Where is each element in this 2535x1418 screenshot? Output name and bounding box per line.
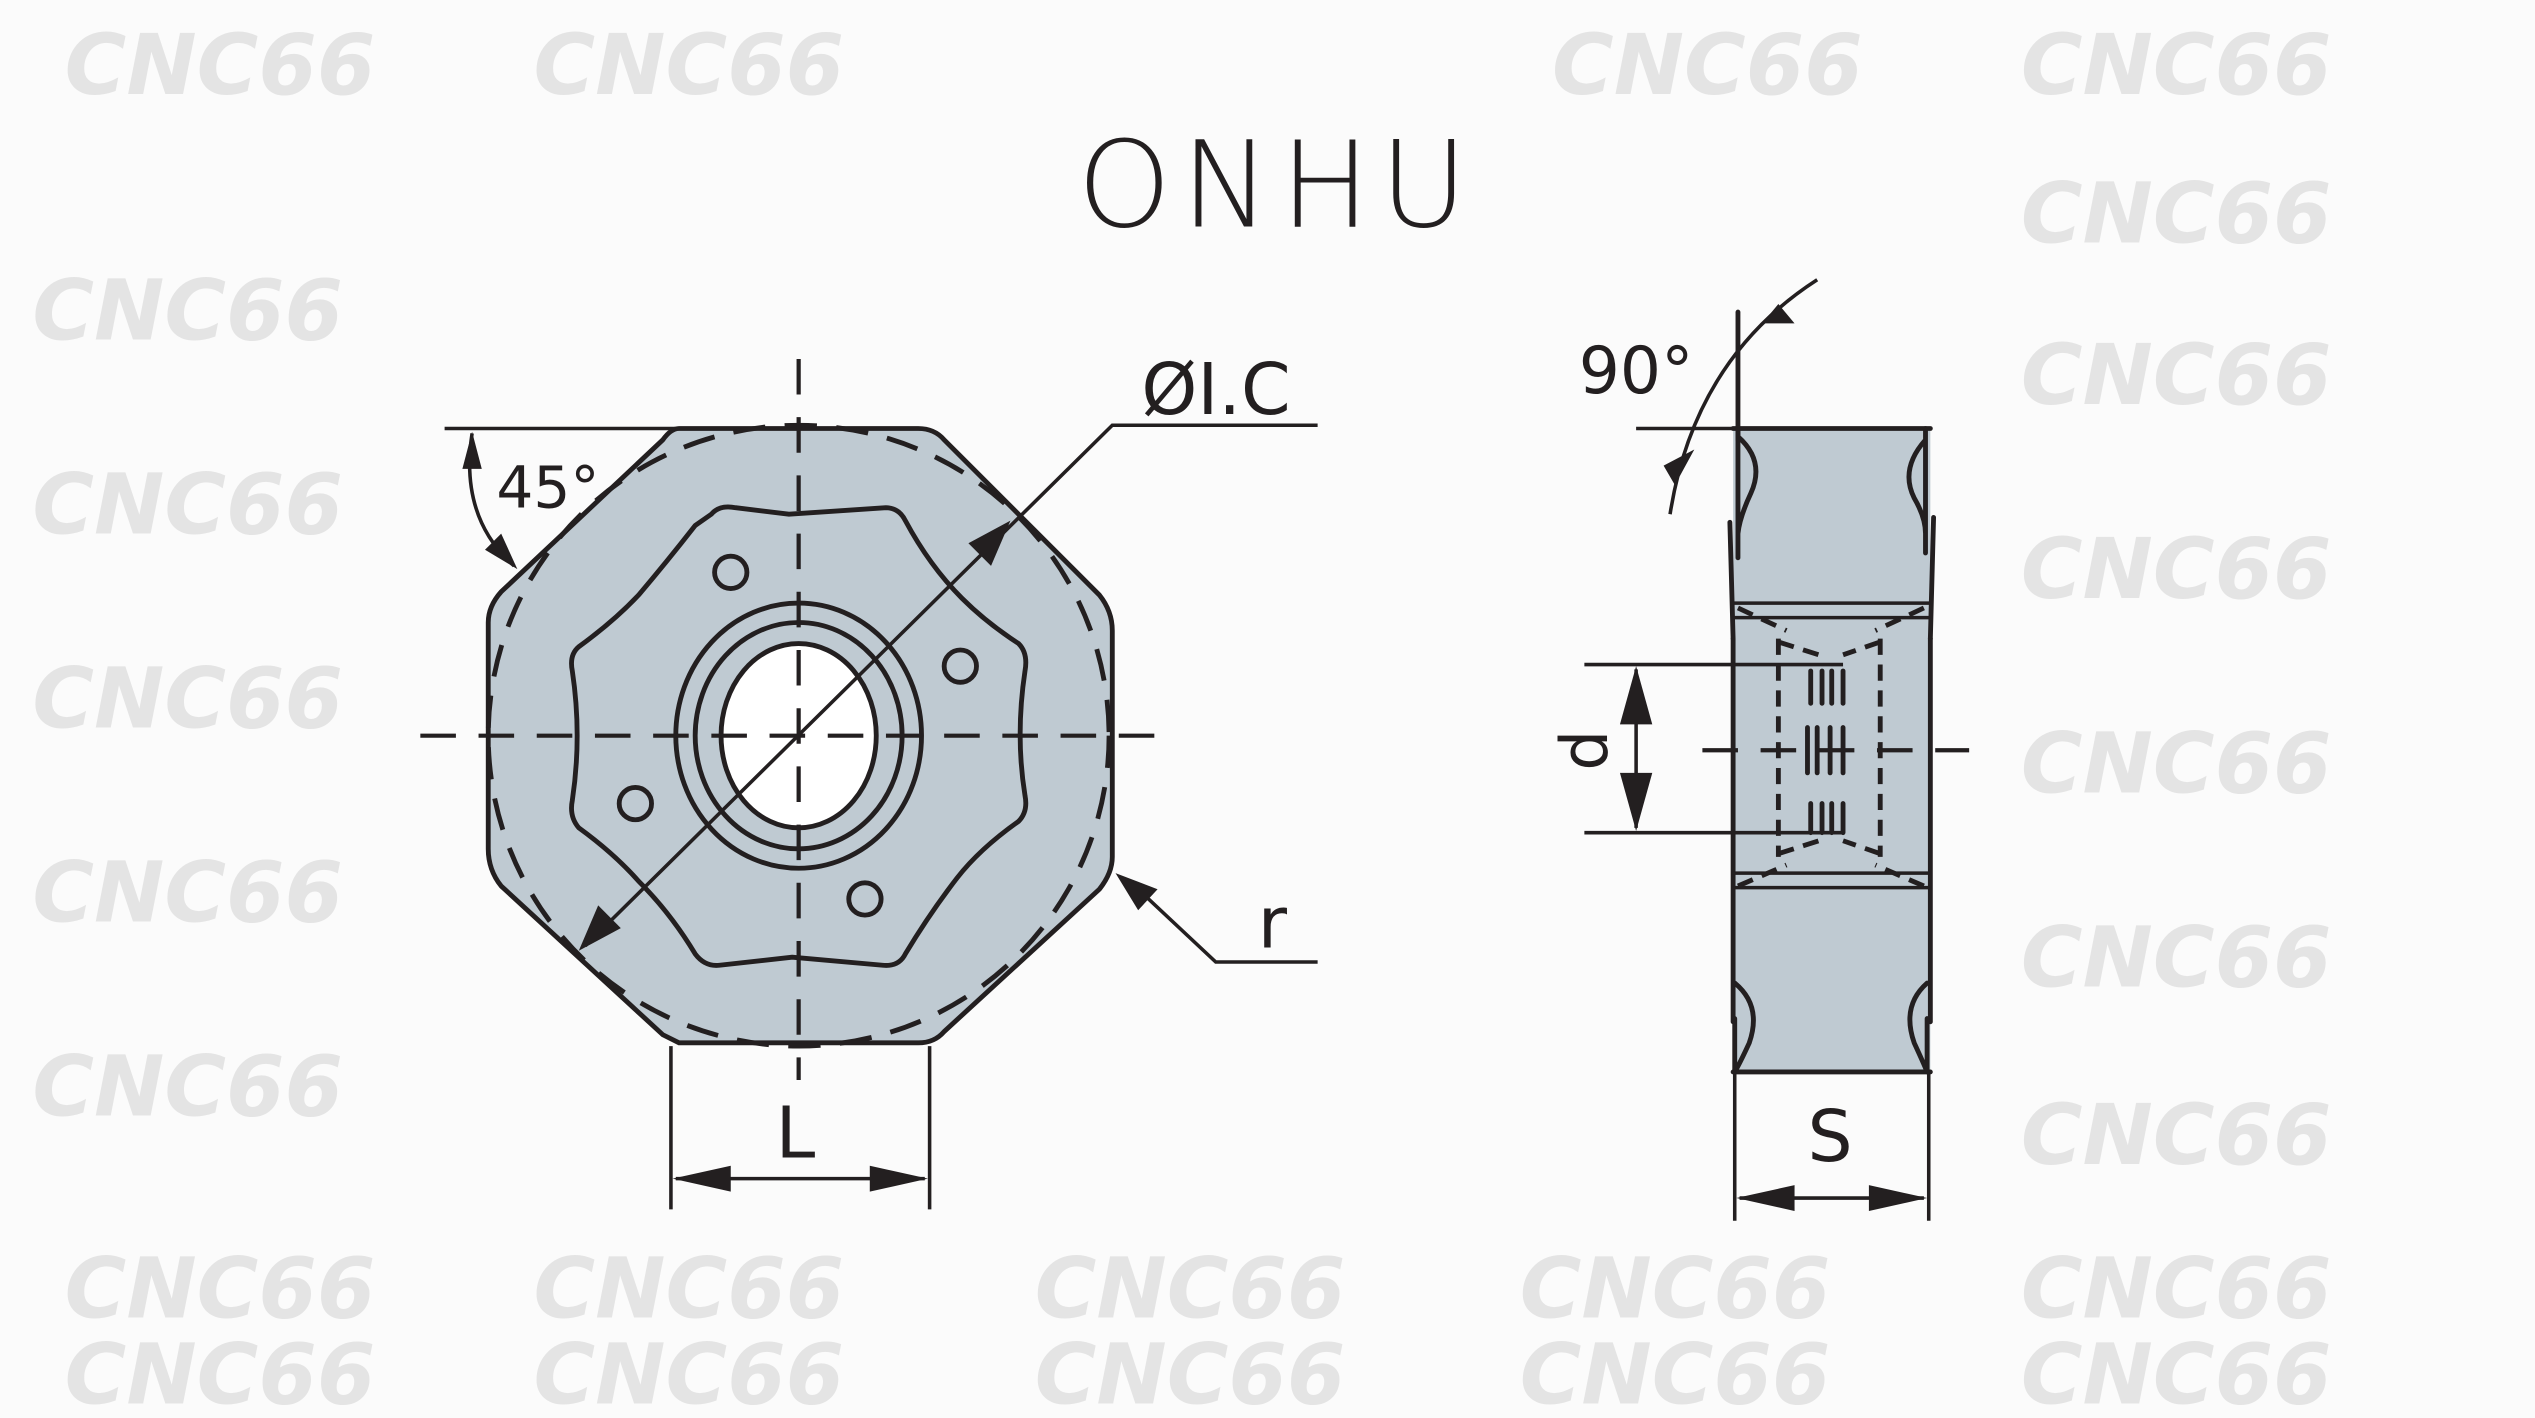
cutting-edge-groove — [1735, 426, 1759, 561]
watermark-text: CNC66 — [1520, 1240, 1831, 1338]
thickness-label: S — [1808, 1095, 1853, 1178]
arrowhead — [485, 533, 518, 570]
watermark-text: CNC66 — [65, 16, 376, 114]
watermark-text: CNC66 — [1552, 16, 1863, 114]
arrowhead — [1762, 304, 1795, 324]
arrowhead — [578, 905, 621, 951]
watermark-text: CNC66 — [2021, 714, 2332, 812]
cutting-edge-groove — [1906, 426, 1928, 556]
screw-hole — [616, 784, 654, 823]
side-edge — [1927, 514, 1937, 642]
top-view: ØI.C 45° r L — [420, 348, 1318, 1210]
watermark-text: CNC66 — [2021, 326, 2332, 424]
chipbreaker-contour — [569, 504, 1029, 968]
watermark-text: CNC66 — [32, 262, 343, 360]
watermark-text: CNC66 — [1520, 1325, 1831, 1418]
ic-dimension-line — [583, 423, 1318, 948]
arrowhead — [672, 1165, 731, 1192]
arrowhead — [1663, 449, 1695, 486]
watermark-text: CNC66 — [2021, 1086, 2332, 1184]
watermark-text: CNC66 — [2021, 908, 2332, 1006]
hole-diameter-label: d — [1548, 730, 1623, 771]
hidden-hole-lines — [1736, 605, 1925, 889]
side-edge — [1727, 519, 1736, 642]
arrowhead — [1619, 772, 1653, 832]
radius-label: r — [1258, 881, 1288, 964]
watermark-text: CNC66 — [2021, 520, 2332, 618]
arrowhead — [1736, 1185, 1795, 1211]
watermark-text: CNC66 — [534, 1240, 845, 1338]
watermark-text: CNC66 — [2021, 1240, 2332, 1338]
cutting-edge-groove — [1907, 980, 1930, 1075]
arrowhead — [462, 431, 482, 469]
arrowhead — [1115, 873, 1158, 911]
watermark-text: CNC66 — [534, 1325, 845, 1418]
watermark-text: CNC66 — [534, 16, 845, 114]
screw-hole — [846, 880, 884, 918]
watermark-text: CNC66 — [1035, 1240, 1346, 1338]
watermark-text: CNC66 — [32, 844, 343, 942]
angle-90-label: 90° — [1579, 334, 1694, 409]
watermark-text: CNC66 — [32, 1038, 343, 1136]
watermark-text: CNC66 — [32, 456, 343, 554]
watermark-text: CNC66 — [32, 650, 343, 748]
arrowhead — [968, 520, 1011, 566]
watermark-text: CNC66 — [2021, 16, 2332, 114]
angle-45-label: 45° — [496, 454, 599, 522]
watermark-text: CNC66 — [65, 1325, 376, 1418]
arrowhead — [1868, 1185, 1928, 1211]
ic-label: ØI.C — [1141, 348, 1290, 431]
watermark-text: CNC66 — [2021, 1325, 2332, 1418]
arrowhead — [869, 1165, 928, 1192]
screw-hole — [712, 553, 750, 591]
length-label: L — [776, 1092, 816, 1175]
watermark-text: CNC66 — [65, 1240, 376, 1338]
radius-leader — [1136, 887, 1318, 964]
watermark-text: CNC66 — [1035, 1325, 1346, 1418]
arrowhead — [1619, 666, 1653, 725]
screw-hole — [941, 647, 979, 685]
watermark-text: CNC66 — [2021, 165, 2332, 263]
cutting-edge-groove — [1732, 980, 1756, 1075]
side-view: 90° d S — [1548, 278, 1970, 1221]
diagram-title: ONHU — [1077, 116, 1477, 255]
